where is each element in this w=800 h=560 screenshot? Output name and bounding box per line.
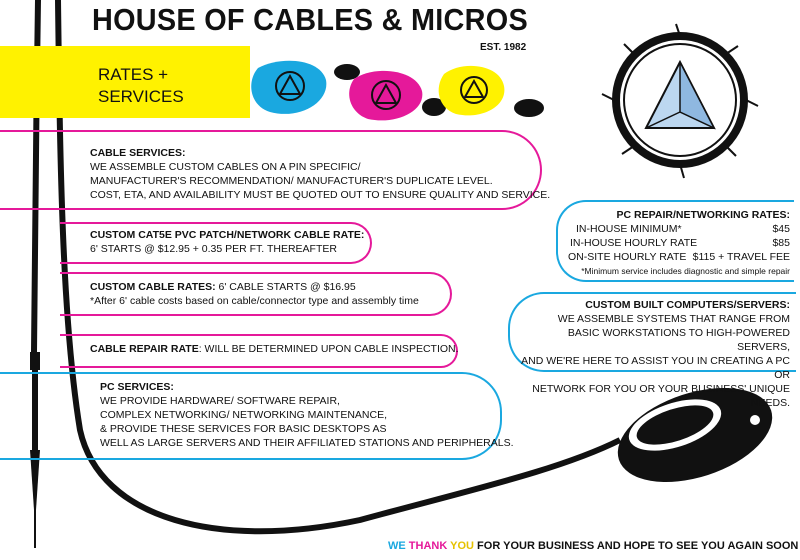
custom-computers-heading: CUSTOM BUILT COMPUTERS/SERVERS: bbox=[585, 299, 790, 311]
footer-thank: THANK bbox=[408, 540, 451, 552]
black-blob-icon-2 bbox=[422, 98, 446, 116]
cat5e-bubble bbox=[60, 222, 372, 264]
footer-message: WE THANK YOU FOR YOUR BUSINESS AND HOPE … bbox=[388, 540, 798, 552]
section-label-band bbox=[0, 46, 250, 118]
footer-rest: FOR YOUR BUSINESS AND HOPE TO SEE YOU AG… bbox=[477, 540, 799, 552]
pc-repair-heading: PC REPAIR/NETWORKING RATES: bbox=[616, 209, 790, 221]
pc-services-bubble bbox=[0, 372, 502, 460]
pc-repair-note: *Minimum service includes diagnostic and… bbox=[581, 266, 790, 276]
custom-cable-section: CUSTOM CABLE RATES: 6' CABLE STARTS @ $1… bbox=[90, 280, 419, 308]
custom-computers-line2: BASIC WORKSTATIONS TO HIGH-POWERED SERVE… bbox=[567, 327, 790, 353]
pc-repair-row-label: IN-HOUSE MINIMUM* bbox=[576, 223, 682, 235]
custom-computers-bubble bbox=[508, 292, 796, 372]
custom-computers-line4: NETWORK FOR YOU OR YOUR BUSINESS' UNIQUE… bbox=[532, 383, 790, 409]
cable-services-line1: WE ASSEMBLE CUSTOM CABLES ON A PIN SPECI… bbox=[90, 161, 361, 173]
pc-repair-row-value: $45 bbox=[772, 223, 790, 235]
cable-repair-text: : WILL BE DETERMINED UPON CABLE INSPECTI… bbox=[198, 343, 459, 355]
custom-cable-inline: 6' CABLE STARTS @ $16.95 bbox=[215, 281, 356, 293]
pc-repair-bubble bbox=[556, 200, 794, 282]
custom-cable-heading: CUSTOM CABLE RATES: bbox=[90, 281, 216, 293]
triangle-in-circuit-ring-icon bbox=[601, 23, 759, 179]
section-label-line1: RATES + bbox=[98, 65, 169, 84]
cable-repair-bubble bbox=[60, 334, 458, 368]
custom-computers-line1: WE ASSEMBLE SYSTEMS THAT RANGE FROM bbox=[557, 313, 790, 325]
custom-computers-section: CUSTOM BUILT COMPUTERS/SERVERS: WE ASSEM… bbox=[514, 298, 790, 410]
computer-mouse-icon bbox=[617, 388, 773, 482]
pc-services-line2: COMPLEX NETWORKING/ NETWORKING MAINTENAN… bbox=[100, 409, 388, 421]
cable-services-line2: MANUFACTURER'S RECOMMENDATION/ MANUFACTU… bbox=[90, 175, 493, 187]
black-blob-icon-3 bbox=[514, 99, 544, 117]
cable-services-line3: COST, ETA, AND AVAILABILITY MUST BE QUOT… bbox=[90, 189, 551, 201]
pc-repair-row-value: $115 + TRAVEL FEE bbox=[692, 251, 790, 263]
cat5e-line1: 6' STARTS @ $12.95 + 0.35 PER FT. THEREA… bbox=[90, 243, 337, 255]
pc-repair-section: PC REPAIR/NETWORKING RATES: IN-HOUSE MIN… bbox=[568, 208, 790, 278]
pc-services-heading: PC SERVICES: bbox=[100, 381, 174, 393]
pc-services-line1: WE PROVIDE HARDWARE/ SOFTWARE REPAIR, bbox=[100, 395, 340, 407]
section-label-line2: SERVICES bbox=[98, 87, 184, 106]
cyan-blob-logo-icon bbox=[251, 60, 327, 114]
cable-repair-section: CABLE REPAIR RATE: WILL BE DETERMINED UP… bbox=[90, 342, 459, 356]
pc-repair-row-value: $85 bbox=[772, 237, 790, 249]
pc-repair-row-inhouse: IN-HOUSE HOURLY RATE $85 bbox=[568, 236, 790, 250]
section-label: RATES + SERVICES bbox=[98, 64, 184, 108]
custom-cable-note: *After 6' cable costs based on cable/con… bbox=[90, 295, 419, 307]
pc-repair-row-label: IN-HOUSE HOURLY RATE bbox=[570, 237, 698, 249]
established-year: EST. 1982 bbox=[480, 42, 527, 53]
cable-repair-heading: CABLE REPAIR RATE bbox=[90, 343, 199, 355]
cable-services-heading: CABLE SERVICES: bbox=[90, 147, 186, 159]
custom-computers-line3: AND WE'RE HERE TO ASSIST YOU IN CREATING… bbox=[521, 355, 790, 381]
cat5e-section: CUSTOM CAT5E PVC PATCH/NETWORK CABLE RAT… bbox=[90, 228, 364, 256]
magenta-blob-logo-icon bbox=[349, 70, 423, 121]
footer-we: WE bbox=[388, 540, 409, 552]
pc-repair-row-label: ON-SITE HOURLY RATE bbox=[568, 251, 687, 263]
footer-you: YOU bbox=[450, 540, 478, 552]
pc-services-section: PC SERVICES: WE PROVIDE HARDWARE/ SOFTWA… bbox=[100, 380, 514, 450]
cat5e-heading: CUSTOM CAT5E PVC PATCH/NETWORK CABLE RAT… bbox=[90, 229, 365, 241]
black-blob-icon bbox=[334, 64, 360, 80]
pc-repair-row-minimum: IN-HOUSE MINIMUM* $45 bbox=[568, 222, 790, 236]
cable-services-section: CABLE SERVICES: WE ASSEMBLE CUSTOM CABLE… bbox=[90, 146, 550, 202]
pc-repair-row-onsite: ON-SITE HOURLY RATE $115 + TRAVEL FEE bbox=[568, 250, 790, 264]
pc-services-line4: WELL AS LARGE SERVERS AND THEIR AFFILIAT… bbox=[100, 437, 514, 449]
cable-services-bubble bbox=[0, 130, 542, 210]
yellow-blob-logo-icon bbox=[438, 65, 505, 116]
page-title: HOUSE OF CABLES & MICROS bbox=[92, 2, 528, 37]
custom-cable-bubble bbox=[60, 272, 452, 316]
pc-services-line3: & PROVIDE THESE SERVICES FOR BASIC DESKT… bbox=[100, 423, 387, 435]
